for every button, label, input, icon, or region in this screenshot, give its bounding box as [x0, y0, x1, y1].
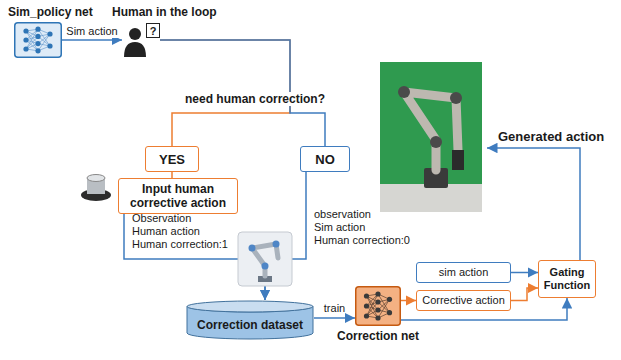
net-icon-neuron: [23, 28, 28, 33]
robot-icon-frame: [238, 232, 292, 286]
net-icon-neuron: [387, 297, 392, 302]
correction-net-icon: Correction net: [355, 286, 401, 326]
photo-table: [380, 184, 482, 212]
flow-connector: [511, 272, 538, 274]
net-icon-neuron: [364, 293, 369, 298]
net-icon-neuron: [35, 41, 40, 46]
node-label: Corrective action: [422, 294, 505, 307]
cylinder-top: [187, 301, 313, 312]
question-bubble: [147, 24, 160, 38]
robot-joint: [450, 92, 462, 104]
node-label: Human in the loop: [112, 5, 217, 19]
dataset-cylinder: Correction dataset: [186, 300, 314, 340]
spacemouse-icon: [81, 175, 111, 202]
net-icon-neuron: [47, 31, 52, 36]
net-icon-neuron: [23, 37, 28, 42]
spacemouse-cap: [87, 175, 105, 182]
flow-connector: [511, 288, 538, 301]
annotation-label: Observation: [132, 212, 191, 225]
net-icon-neuron: [375, 291, 380, 296]
flow-connector: [62, 39, 122, 41]
node-label: Correction net: [337, 329, 419, 343]
edge-label: train: [324, 302, 345, 315]
annotation-label: Generated action: [498, 129, 604, 144]
net-icon-neuron: [375, 307, 380, 312]
flow-connector: [314, 317, 355, 319]
generated-action-arrow: [487, 148, 580, 260]
net-icon-frame: [356, 287, 401, 326]
node-symbol: ?: [147, 24, 160, 38]
robot-icon: [238, 232, 292, 286]
annotation-label: Human correction:1: [132, 238, 228, 251]
annotation-label: observation: [314, 208, 371, 221]
decision-box: NO: [300, 146, 350, 172]
robot-gripper: [452, 150, 464, 170]
annotation-label: Sim action: [314, 221, 365, 234]
correction-net-icon-shape: [355, 286, 401, 326]
net-icon-neuron: [35, 48, 40, 53]
net-icon-neuron: [364, 313, 369, 318]
node-label: sim action: [439, 266, 489, 279]
net-icon-neuron: [375, 315, 380, 320]
node-label: Sim_policy net: [8, 5, 93, 19]
process-box: Input human corrective action: [118, 178, 238, 214]
person-head: [129, 28, 141, 40]
net-icon-frame: [15, 23, 62, 58]
robot-arm: [404, 92, 458, 170]
photo-background: [380, 62, 482, 212]
output-box: Corrective action: [416, 290, 511, 311]
node-label: Gating Function: [544, 266, 590, 292]
robot-icon-arm: [252, 244, 278, 276]
robot-icon-joint: [273, 241, 280, 248]
robot-icon-joint: [262, 263, 269, 270]
node-label: YES: [159, 152, 185, 167]
net-icon-neuron: [35, 34, 40, 39]
net-icon-neuron: [35, 27, 40, 32]
gating-box: Gating Function: [538, 260, 596, 298]
node-label: Correction dataset: [197, 318, 303, 332]
robot-joint: [398, 86, 410, 98]
decision-box: YES: [145, 146, 199, 172]
annotation-label: Human correction:0: [314, 234, 410, 247]
robot-icon-joint: [249, 245, 256, 252]
policy-net-icon: Sim_policy net: [14, 22, 62, 58]
annotation-label: need human correction?: [183, 92, 327, 106]
human-icon: Human in the loop?: [122, 22, 160, 58]
person-body: [124, 42, 146, 57]
net-icon-neuron: [375, 299, 380, 304]
node-label: Input human corrective action: [124, 182, 232, 210]
input-box: sim action: [416, 262, 511, 283]
robot-joint: [430, 136, 442, 148]
net-icon-neuron: [47, 43, 52, 48]
policy-net-icon-shape: [14, 22, 62, 58]
node-label: NO: [315, 152, 335, 167]
net-icon-neuron: [364, 303, 369, 308]
robot-photo: [380, 62, 482, 212]
net-icon-neuron: [23, 46, 28, 51]
flow-connector: [401, 300, 416, 302]
annotation-label: Human action: [132, 225, 200, 238]
net-icon-neuron: [387, 310, 392, 315]
edge-label: Sim action: [66, 25, 117, 38]
